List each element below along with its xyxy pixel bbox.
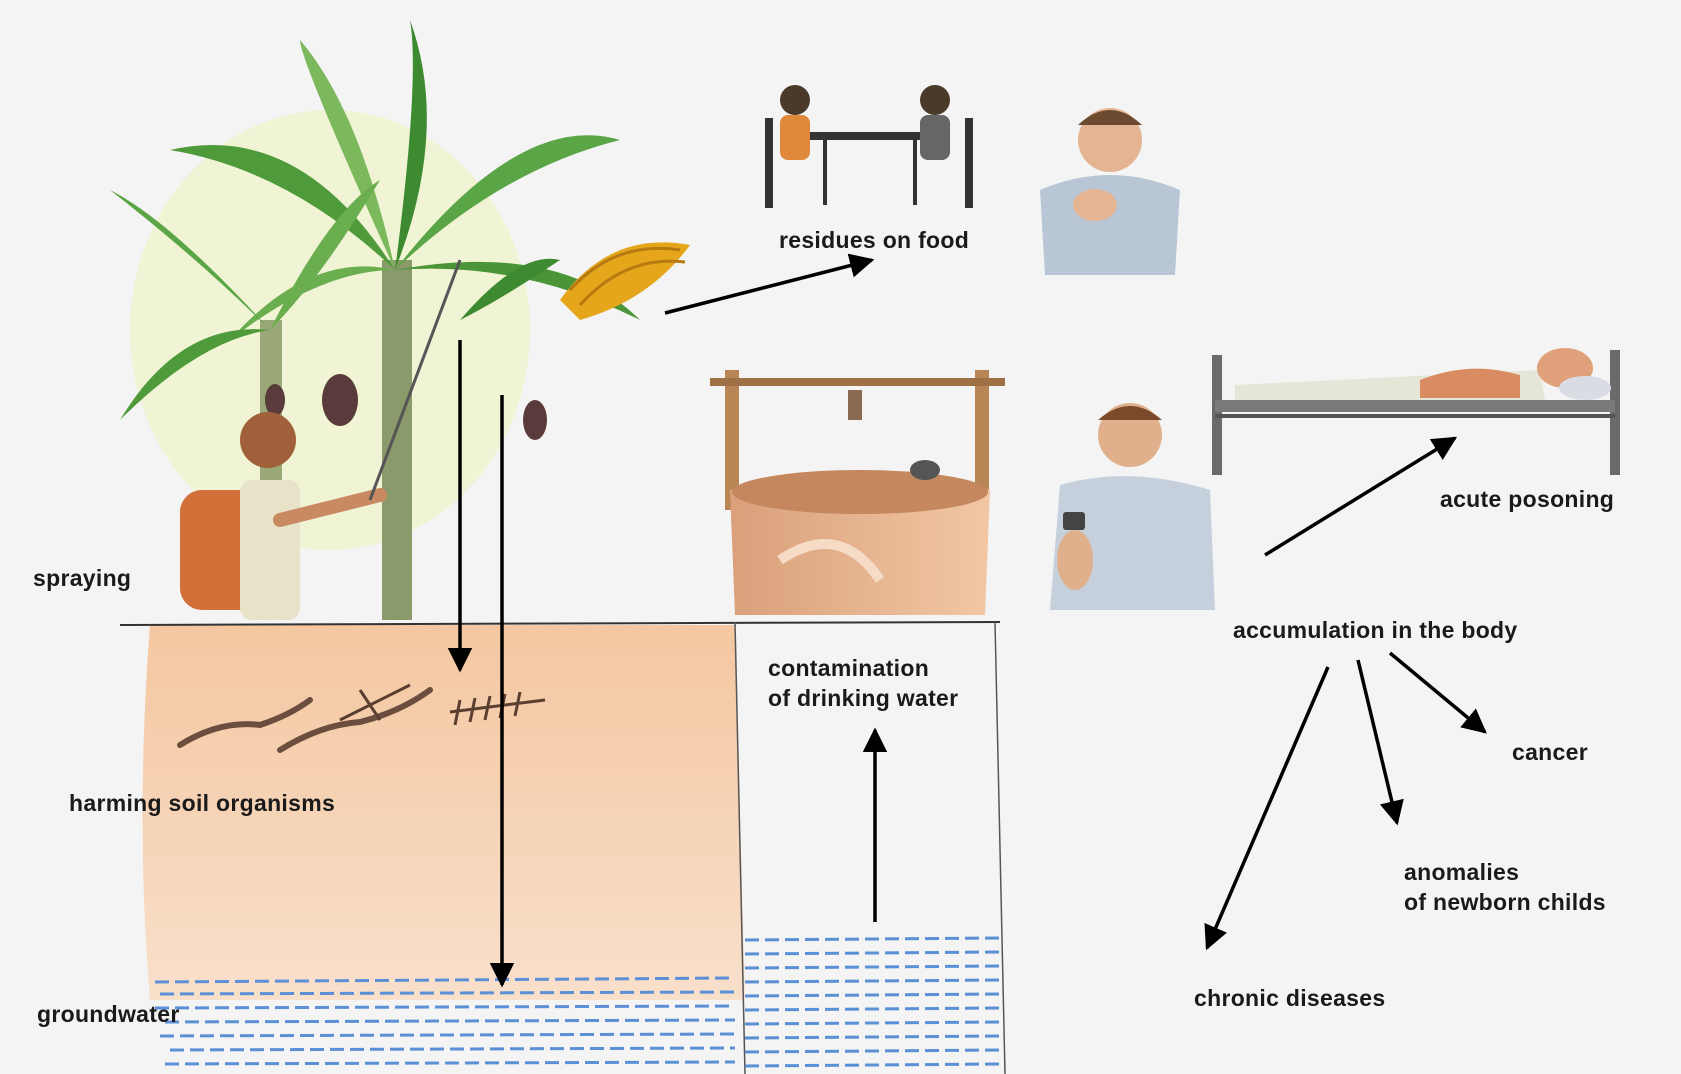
label-spraying: spraying — [33, 563, 131, 593]
water-well-icon — [710, 370, 1005, 615]
arrow-body-to-chronic — [1207, 667, 1328, 948]
label-groundwater: groundwater — [37, 999, 180, 1029]
label-cancer: cancer — [1512, 737, 1588, 767]
label-accumulation-in-body: accumulation in the body — [1233, 615, 1518, 645]
label-chronic-diseases: chronic diseases — [1194, 983, 1385, 1013]
label-contamination-line1: contamination — [768, 653, 929, 683]
label-anomalies-line2: of newborn childs — [1404, 887, 1606, 917]
arrow-banana-to-food — [665, 260, 872, 313]
arrow-body-to-cancer — [1390, 653, 1485, 732]
arrow-body-to-acute — [1265, 438, 1455, 555]
sick-man-icon — [1040, 108, 1180, 275]
label-residues-on-food: residues on food — [779, 225, 969, 255]
label-anomalies-line1: anomalies — [1404, 857, 1519, 887]
label-acute-poisoning: acute posoning — [1440, 484, 1614, 514]
man-holding-cup-icon — [1050, 403, 1215, 610]
person-in-bed-icon — [1212, 348, 1620, 475]
arrow-body-to-anomalies — [1358, 660, 1397, 823]
label-contamination-line2: of drinking water — [768, 683, 958, 713]
dining-people-icon — [765, 85, 973, 208]
label-harming-soil-organisms: harming soil organisms — [69, 788, 335, 818]
